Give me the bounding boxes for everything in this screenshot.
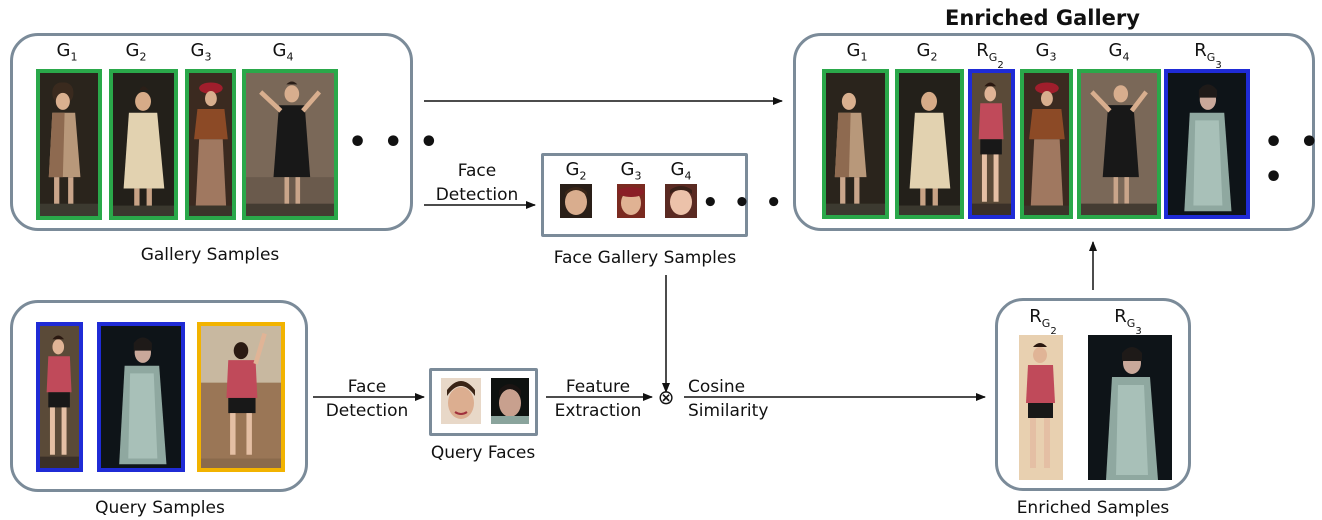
enriched-label-g1: G1 [846,40,868,64]
enriched-gallery-ellipsis: • • • [1264,125,1322,195]
enriched-image-g3 [1020,69,1073,219]
enriched-image-g4 [1077,69,1161,219]
enriched-sample-image-rg3 [1088,335,1172,480]
query-image-2 [97,322,185,472]
enriched-label-rg2: RG2 [976,40,1004,71]
enriched-image-rg3 [1164,69,1250,219]
enriched-label-g3: G3 [1035,40,1057,64]
gallery-image-g3 [185,69,236,220]
gallery-label-g3: G3 [190,40,212,64]
combine-operator: ⊗ [657,385,675,409]
gallery-image-g2 [109,69,178,220]
query-samples-caption: Query Samples [95,498,225,518]
enriched-samples-caption: Enriched Samples [1016,498,1170,518]
face-gallery-label-g4: G4 [670,159,692,183]
query-image-3 [197,322,285,472]
enriched-image-rg2 [968,69,1015,219]
face-gallery-label-g3: G3 [620,159,642,183]
face-image-g3 [617,184,645,218]
face-image-g4 [665,184,697,218]
gallery-image-g4 [242,69,338,220]
query-image-1 [36,322,83,472]
gallery-ellipsis: • • • [348,125,442,160]
enriched-sample-image-rg2 [1019,335,1063,480]
enriched-image-g1 [822,69,889,219]
face-gallery-ellipsis: • • • [702,188,785,218]
enriched-image-g2 [895,69,964,219]
gallery-label-g4: G4 [272,40,294,64]
enriched-label-g4: G4 [1108,40,1130,64]
query-face-image-2 [491,378,529,424]
face-image-g2 [560,184,592,218]
face-gallery-caption: Face Gallery Samples [553,248,737,268]
query-face-image-1 [441,378,481,424]
enriched-samples-label-rg3: RG3 [1114,306,1142,337]
gallery-image-g1 [36,69,102,220]
enriched-label-g2: G2 [916,40,938,64]
query-faces-caption: Query Faces [430,443,536,463]
enriched-gallery-title: Enriched Gallery [945,6,1140,30]
enriched-label-rg3: RG3 [1194,40,1222,71]
enriched-samples-label-rg2: RG2 [1029,306,1057,337]
gallery-label-g2: G2 [125,40,147,64]
face-gallery-label-g2: G2 [565,159,587,183]
gallery-label-g1: G1 [56,40,78,64]
gallery-samples-caption: Gallery Samples [140,245,280,265]
